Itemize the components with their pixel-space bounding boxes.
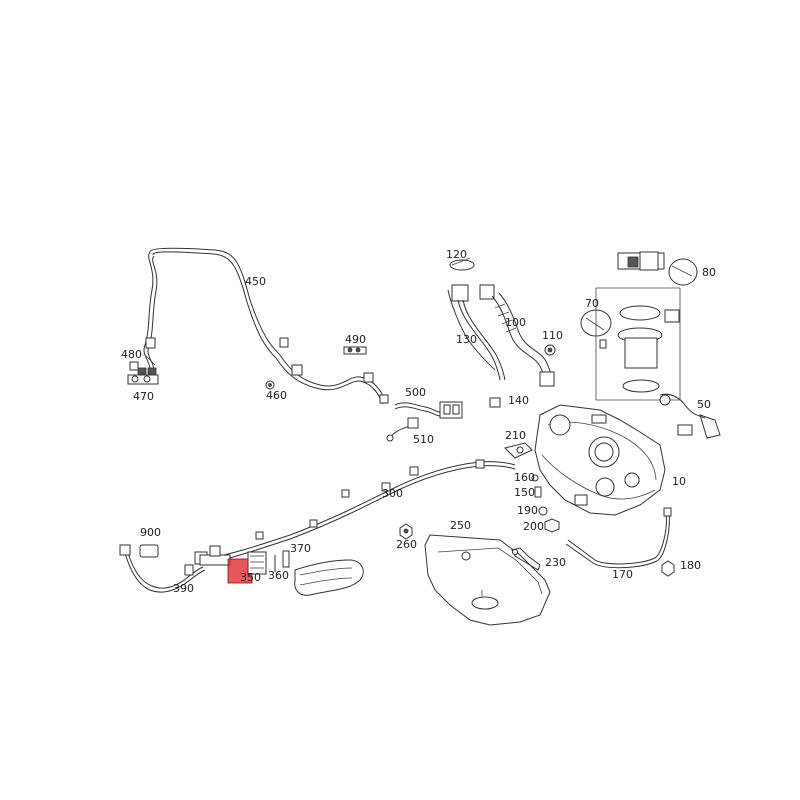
label-260: 260 [396,538,417,551]
label-300: 300 [382,487,403,500]
label-230: 230 [545,556,566,569]
label-110: 110 [542,329,563,342]
part-110-clip [544,344,556,356]
part-140-clip [489,397,501,408]
part-130-pipe [447,284,506,381]
part-pump-module [595,251,681,401]
part-10-tank [534,404,666,516]
part-120-cap [449,257,475,271]
label-370: 370 [290,542,311,555]
label-190: 190 [517,504,538,517]
part-480-470-clips [127,354,159,385]
label-170: 170 [612,568,633,581]
part-500-510 [386,401,463,442]
part-350-assembly [199,545,276,584]
label-210: 210 [505,429,526,442]
label-390: 390 [173,582,194,595]
callout-labels: 10 50 70 80 100 110 120 130 140 160 150 … [121,248,716,595]
line-450 [143,247,389,405]
part-360-370-tube [282,550,364,596]
label-100: 100 [505,316,526,329]
label-500: 500 [405,386,426,399]
part-160-190-200-fasteners [531,474,560,533]
label-140: 140 [508,394,529,407]
label-250: 250 [450,519,471,532]
label-160: 160 [514,471,535,484]
part-180-nut [661,560,675,577]
part-170-strap [565,507,672,569]
label-180: 180 [680,559,701,572]
label-50: 50 [697,398,711,411]
part-210-bracket [504,442,533,459]
label-80: 80 [702,266,716,279]
part-230-bracket [511,547,541,571]
part-460-clip [265,380,275,390]
part-80-ring [668,258,698,286]
label-510: 510 [413,433,434,446]
label-470: 470 [133,390,154,403]
label-200: 200 [523,520,544,533]
label-10: 10 [672,475,686,488]
label-490: 490 [345,333,366,346]
label-450: 450 [245,275,266,288]
part-100-hose [479,284,555,387]
label-130: 130 [456,333,477,346]
label-460: 460 [266,389,287,402]
label-480: 480 [121,348,142,361]
part-250-shield [424,534,551,626]
label-360: 360 [268,569,289,582]
label-70: 70 [585,297,599,310]
part-260-nut [399,523,413,540]
label-120: 120 [446,248,467,261]
label-150: 150 [514,486,535,499]
label-350: 350 [240,571,261,584]
line-300 [199,459,516,566]
label-900: 900 [140,526,161,539]
part-490 [343,346,367,355]
part-50-line [659,393,721,439]
